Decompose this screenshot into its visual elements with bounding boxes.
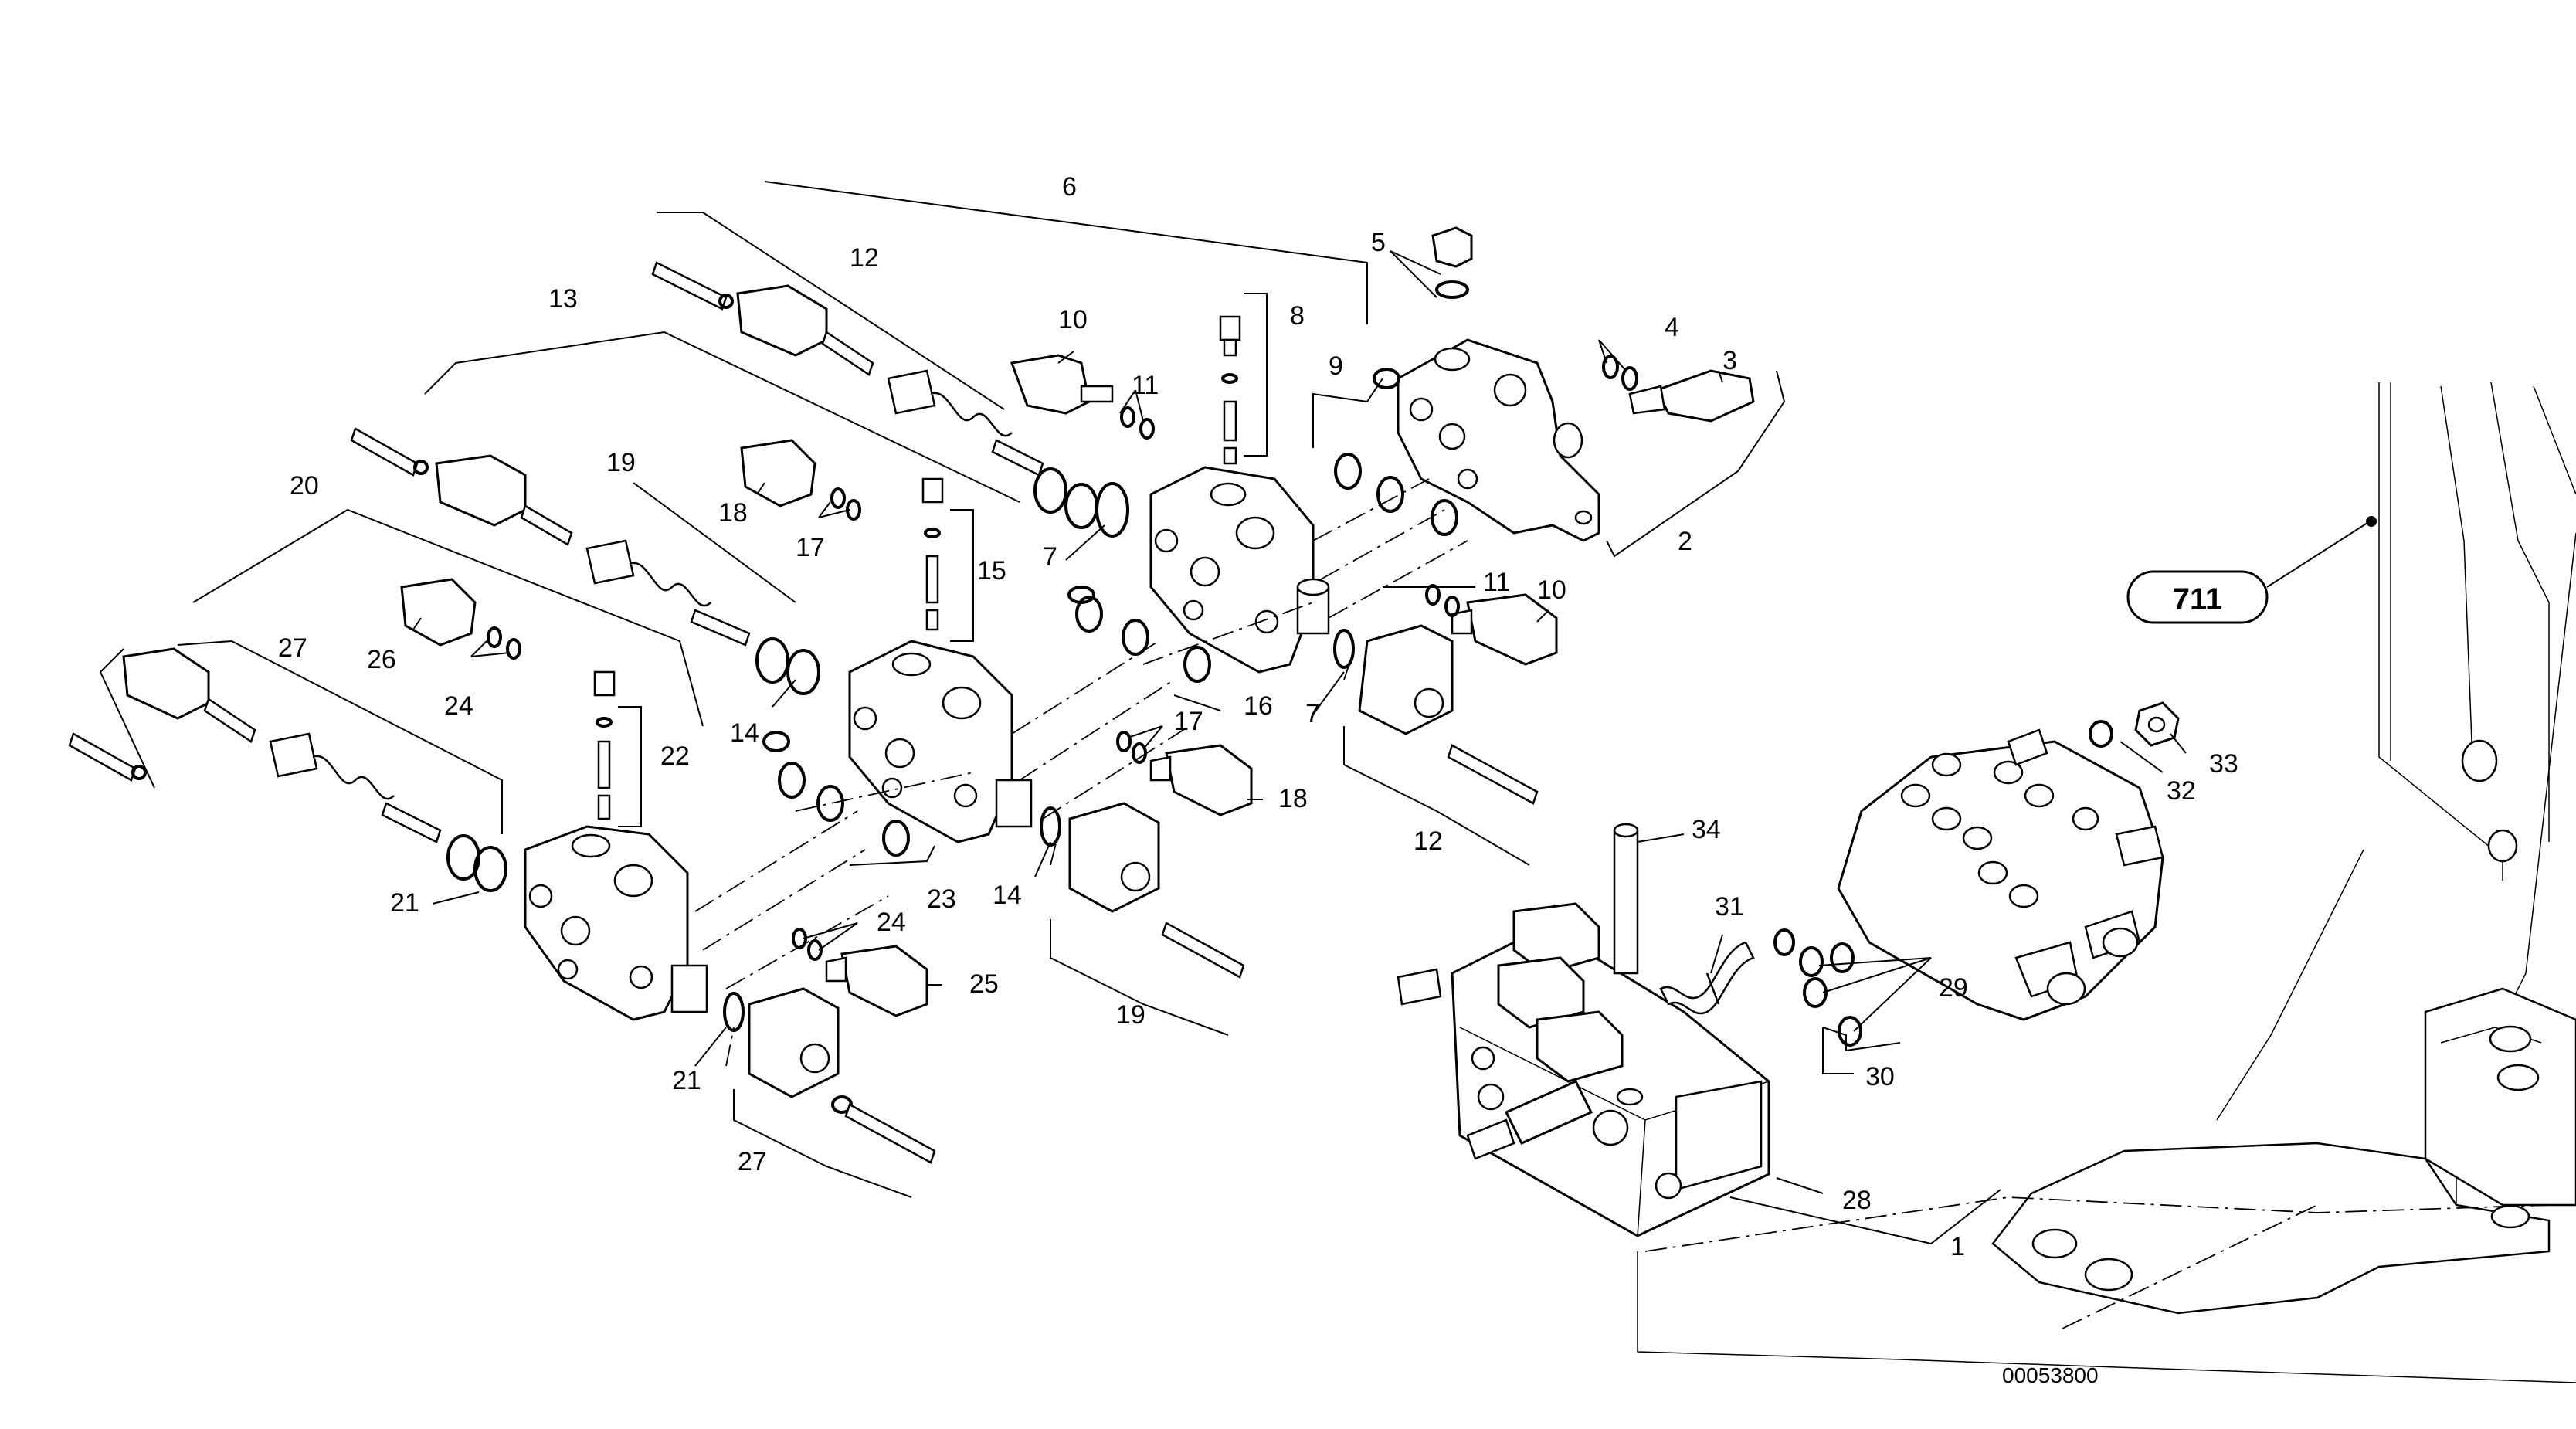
spool-assembly-12 [651,261,1098,529]
assembled-control-valve [1837,701,2180,1021]
valve-section-2 [350,427,1253,979]
valve-section-1 [1010,315,1558,805]
callout-23: 23 [927,884,956,914]
reference-number: 711 [2173,582,2223,616]
callout-2: 2 [1678,527,1692,556]
reference-callout-711: 711 [2126,521,2371,624]
callout-18-upper: 18 [718,498,748,528]
alignment-lines [694,478,1468,1067]
callout-6: 6 [1062,172,1077,202]
callout-5: 5 [1371,228,1386,257]
callout-33: 33 [2209,749,2238,779]
callout-14-lower: 14 [993,881,1022,910]
callout-21-lower: 21 [672,1066,701,1095]
callout-18-lower: 18 [1278,784,1308,813]
callout-19-upper: 19 [606,448,636,477]
callout-24-lower: 24 [877,908,906,937]
callout-25: 25 [969,969,999,999]
callout-30: 30 [1865,1062,1895,1091]
callout-22: 22 [660,742,690,771]
callout-31: 31 [1715,892,1744,922]
callout-29: 29 [1939,973,1968,1003]
callout-14-upper: 14 [730,718,759,748]
callout-10-lower: 10 [1537,575,1566,605]
document-number: 00053800 [2002,1363,2099,1387]
callout-10-upper: 10 [1058,305,1088,334]
callout-3: 3 [1722,346,1737,375]
callout-9: 9 [1329,351,1343,381]
callout-16: 16 [1244,691,1273,721]
callout-8: 8 [1290,301,1305,331]
callout-15: 15 [977,556,1006,586]
callout-17-upper: 17 [796,533,825,562]
callout-27-upper: 27 [278,633,307,663]
callout-13: 13 [548,284,578,314]
callout-4: 4 [1665,313,1679,342]
callout-11-upper: 11 [1132,371,1159,400]
valve-main-block [1397,226,1755,542]
small-parts-29-31-34 [1613,823,1862,1047]
callout-12-upper: 12 [850,243,879,273]
callout-20: 20 [290,471,319,501]
callout-12-lower: 12 [1414,827,1443,856]
callout-1: 1 [1950,1232,1965,1261]
callout-27-lower: 27 [738,1147,767,1176]
callout-28: 28 [1842,1186,1872,1215]
valve-section-3 [68,578,936,1164]
callout-24-upper: 24 [444,691,473,721]
callout-7-upper: 7 [1043,542,1057,572]
callout-34: 34 [1692,815,1721,844]
callout-7-lower: 7 [1305,699,1320,728]
callout-21-upper: 21 [390,888,419,918]
callout-labels: 1 2 3 4 5 6 7 7 8 9 10 10 11 11 12 12 13… [278,172,2238,1261]
leader-lines [99,181,2187,1245]
callout-32: 32 [2167,776,2196,806]
callout-26: 26 [367,645,396,674]
callout-11-lower: 11 [1483,568,1510,597]
callout-17-lower: 17 [1174,707,1203,736]
machine-frame [1637,382,2576,1383]
solenoid-valve-block [1397,902,1770,1237]
callout-19-lower: 19 [1116,1000,1145,1030]
